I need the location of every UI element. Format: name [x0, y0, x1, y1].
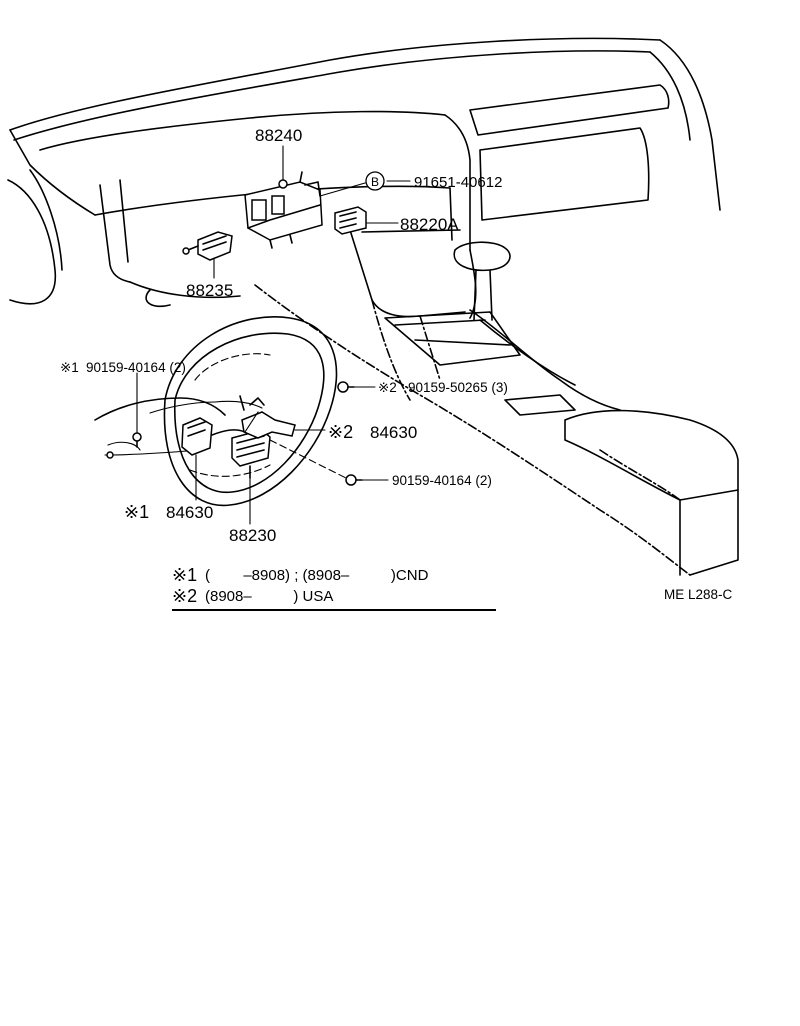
label-90159-50265: 90159-50265 (3) — [408, 380, 508, 395]
part-84630-right-drawing — [239, 395, 296, 439]
label-mark1-top: ※1 — [60, 360, 79, 375]
leader-lines — [136, 145, 411, 525]
footnotes: ※1 ( –8908) ; (8908– )CND ※2 (8908– ) US… — [172, 565, 496, 611]
note1-text: ( –8908) ; (8908– )CND — [205, 567, 429, 584]
part-labels: 88240 B 91651-40612 88220A 88235 ※1 9015… — [60, 126, 508, 545]
part-88220a-drawing — [334, 206, 367, 235]
label-88235: 88235 — [186, 281, 233, 300]
part-88240-drawing — [244, 171, 323, 249]
note1-mark: ※1 — [172, 565, 197, 585]
label-84630-right: 84630 — [370, 423, 417, 442]
dashboard-outline — [7, 37, 739, 576]
label-mark2-84630: ※2 — [328, 422, 353, 442]
label-mark1-84630: ※1 — [124, 502, 149, 522]
label-84630-left: 84630 — [166, 503, 213, 522]
label-88220a: 88220A — [400, 215, 459, 234]
steering-wheel — [163, 316, 338, 507]
label-90159-40164-top: 90159-40164 (2) — [86, 360, 186, 375]
reference-code: ME L288-C — [664, 587, 733, 602]
note2-mark: ※2 — [172, 586, 197, 606]
label-91651-40612: 91651-40612 — [414, 174, 502, 191]
part-88235-drawing — [182, 231, 233, 261]
label-mark2-top: ※2 — [378, 380, 397, 395]
part-88230-drawing — [231, 429, 271, 479]
label-90159-40164-bottom: 90159-40164 (2) — [392, 473, 492, 488]
part-84630-left-drawing — [181, 417, 246, 456]
circled-b-letter: B — [371, 175, 379, 189]
circled-b-marker — [365, 171, 385, 191]
label-88230: 88230 — [229, 526, 276, 545]
fasteners — [106, 381, 363, 486]
label-88240: 88240 — [255, 126, 302, 145]
note2-text: (8908– ) USA — [205, 588, 333, 605]
